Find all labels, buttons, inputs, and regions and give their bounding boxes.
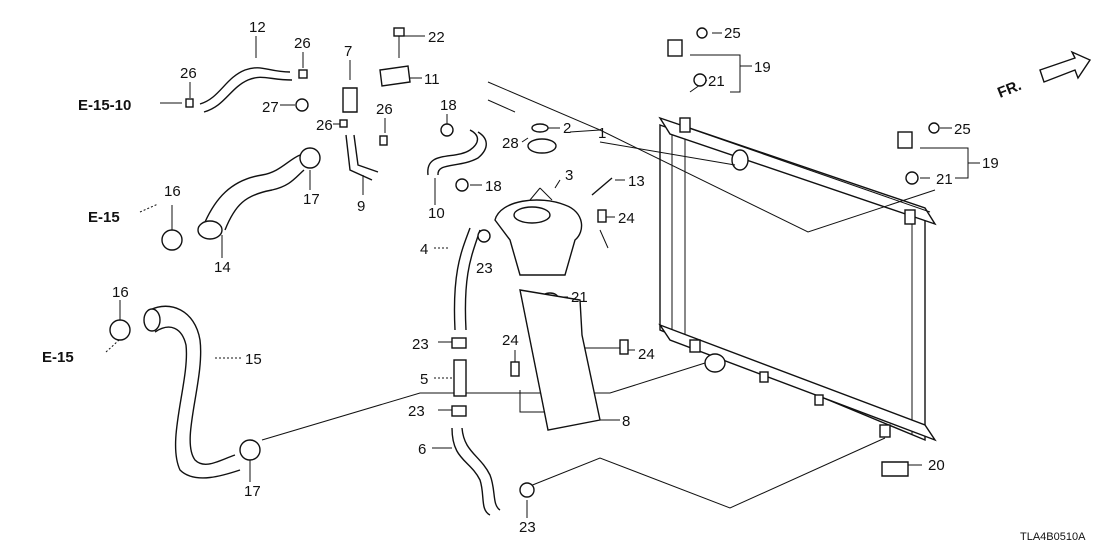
radiator-lower-tank xyxy=(658,323,937,442)
bolt-24b[interactable] xyxy=(619,339,629,355)
bracket-19a[interactable] xyxy=(667,39,683,57)
callout-leaders xyxy=(105,32,980,518)
callout-c15[interactable]: 15 xyxy=(245,351,262,368)
hose-15[interactable] xyxy=(149,305,236,465)
callout-c14[interactable]: 14 xyxy=(214,259,231,276)
holder-11[interactable] xyxy=(379,65,411,87)
callout-c19a[interactable]: 19 xyxy=(754,59,771,76)
callout-c21b[interactable]: 21 xyxy=(708,73,725,90)
joint-5[interactable] xyxy=(453,359,467,397)
callout-c11[interactable]: 11 xyxy=(424,71,440,88)
ref-e15-b[interactable]: E-15 xyxy=(42,349,74,366)
clamp-23c[interactable] xyxy=(451,405,467,417)
ref-e15-a[interactable]: E-15 xyxy=(88,209,120,226)
callout-c24a[interactable]: 24 xyxy=(618,210,635,227)
hose-10[interactable] xyxy=(427,129,479,176)
callout-c3[interactable]: 3 xyxy=(565,167,573,184)
radiator-lower-outlet xyxy=(704,353,726,373)
clamp-18a[interactable] xyxy=(440,123,454,137)
clip-26b[interactable] xyxy=(298,69,308,79)
clamp-17a[interactable] xyxy=(299,147,321,169)
bolt-25a[interactable] xyxy=(696,27,708,39)
hose-14[interactable] xyxy=(204,154,301,223)
callout-c5[interactable]: 5 xyxy=(420,371,428,388)
bracket-8[interactable] xyxy=(519,289,601,431)
ref-e15-10[interactable]: E-15-10 xyxy=(78,97,131,114)
callout-c22[interactable]: 22 xyxy=(428,29,445,46)
callout-c23a[interactable]: 23 xyxy=(476,260,493,277)
pipe-9[interactable] xyxy=(345,134,373,181)
front-arrow-icon xyxy=(1039,50,1092,83)
callout-c26a[interactable]: 26 xyxy=(180,65,197,82)
callout-c2[interactable]: 2 xyxy=(563,120,571,137)
joint-7[interactable] xyxy=(342,87,358,113)
callout-c23b[interactable]: 23 xyxy=(412,336,429,353)
front-label: FR. xyxy=(995,77,1024,102)
clamp-23a[interactable] xyxy=(477,229,491,243)
callout-c26d[interactable]: 26 xyxy=(376,101,393,118)
callout-c18a[interactable]: 18 xyxy=(440,97,457,114)
radiator-core-fins xyxy=(671,130,913,434)
clip-26a[interactable] xyxy=(185,98,194,108)
callout-c25b[interactable]: 25 xyxy=(954,121,971,138)
callout-c21c[interactable]: 21 xyxy=(936,171,953,188)
radiator[interactable] xyxy=(658,116,937,442)
clamp-23b[interactable] xyxy=(451,337,467,349)
callout-c20[interactable]: 20 xyxy=(928,457,945,474)
radiator-upper-tank xyxy=(658,116,937,226)
callout-c17a[interactable]: 17 xyxy=(303,191,320,208)
seal-2[interactable] xyxy=(531,123,549,133)
drawing-code: TLA4B0510A xyxy=(1020,531,1086,543)
callout-c23d[interactable]: 23 xyxy=(519,519,536,536)
callout-c26b[interactable]: 26 xyxy=(294,35,311,52)
callout-c25a[interactable]: 25 xyxy=(724,25,741,42)
callout-c24c[interactable]: 24 xyxy=(502,332,519,349)
nut-21b[interactable] xyxy=(693,73,707,87)
bracket-19b[interactable] xyxy=(897,131,913,149)
callout-c10[interactable]: 10 xyxy=(428,205,445,222)
callout-c4[interactable]: 4 xyxy=(420,241,428,258)
hose-12[interactable] xyxy=(199,67,291,105)
callout-c19b[interactable]: 19 xyxy=(982,155,999,172)
callout-c17b[interactable]: 17 xyxy=(244,483,261,500)
clamp-18b[interactable] xyxy=(455,178,469,192)
radiator-upper-outlet xyxy=(731,149,749,171)
hose-6[interactable] xyxy=(451,427,491,516)
clamp-16b[interactable] xyxy=(109,319,131,341)
clamp-17b[interactable] xyxy=(239,439,261,461)
clip-26d[interactable] xyxy=(379,135,388,146)
callout-c8[interactable]: 8 xyxy=(622,413,630,430)
callout-c16b[interactable]: 16 xyxy=(112,284,129,301)
callout-c9[interactable]: 9 xyxy=(357,198,365,215)
callout-c1[interactable]: 1 xyxy=(598,125,606,142)
cushion-20[interactable] xyxy=(881,461,909,477)
callout-c24b[interactable]: 24 xyxy=(638,346,655,363)
callout-c18b[interactable]: 18 xyxy=(485,178,502,195)
hose-4[interactable] xyxy=(453,227,471,331)
callout-c13[interactable]: 13 xyxy=(628,173,645,190)
bolt-22[interactable] xyxy=(393,27,405,37)
bolt-25b[interactable] xyxy=(928,122,940,134)
callout-c7[interactable]: 7 xyxy=(344,43,352,60)
callout-c27[interactable]: 27 xyxy=(262,99,279,116)
clip-26c[interactable] xyxy=(339,119,348,128)
callout-c28[interactable]: 28 xyxy=(502,135,519,152)
clamp-23d[interactable] xyxy=(519,482,535,498)
nut-21c[interactable] xyxy=(905,171,919,185)
callout-c6[interactable]: 6 xyxy=(418,441,426,458)
clamp-16a[interactable] xyxy=(161,229,183,251)
pipe-13[interactable] xyxy=(591,177,613,196)
callout-c21a[interactable]: 21 xyxy=(571,289,588,306)
bolt-24a[interactable] xyxy=(597,209,607,223)
callout-c23c[interactable]: 23 xyxy=(408,403,425,420)
callout-c26c[interactable]: 26 xyxy=(316,117,333,134)
callout-c12[interactable]: 12 xyxy=(249,19,266,36)
bolt-27[interactable] xyxy=(295,98,309,112)
cap-28[interactable] xyxy=(527,138,557,154)
bolt-24c[interactable] xyxy=(510,361,520,377)
callout-c16a[interactable]: 16 xyxy=(164,183,181,200)
